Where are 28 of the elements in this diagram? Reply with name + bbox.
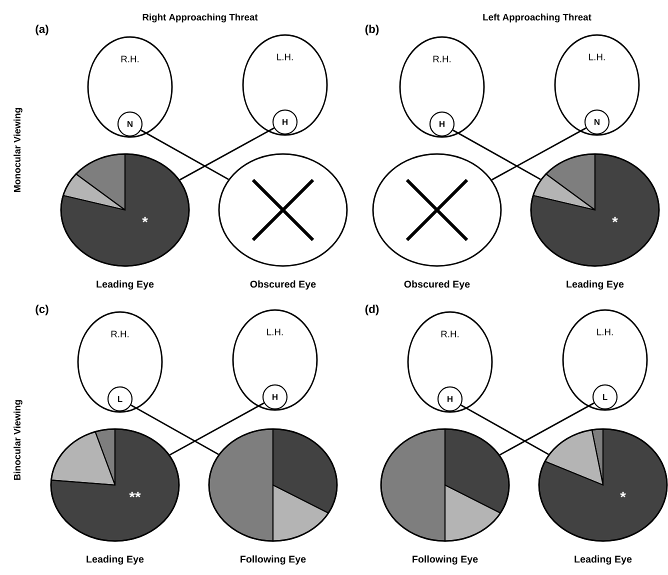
pie-chart: * xyxy=(530,153,660,267)
panel-label: (a) xyxy=(36,24,48,36)
connector-line xyxy=(180,127,274,180)
eye-label: Leading Eye xyxy=(574,555,632,565)
eye-label: Leading Eye xyxy=(566,280,624,290)
eye-label: Following Eye xyxy=(412,555,478,565)
column-title: Left Approaching Threat xyxy=(483,14,592,22)
connector-line xyxy=(452,130,541,180)
eye-label: Following Eye xyxy=(240,555,306,565)
connector-line xyxy=(500,402,594,456)
eye-label: Obscured Eye xyxy=(250,280,316,290)
panel-label: (d) xyxy=(365,304,379,316)
connector-line xyxy=(130,404,219,456)
row-label: Monocular Viewing xyxy=(14,108,22,192)
column-title: Right Approaching Threat xyxy=(142,14,258,22)
eye-label: Obscured Eye xyxy=(404,280,470,290)
row-label: Binocular Viewing xyxy=(14,400,22,480)
pie-chart: * xyxy=(538,428,668,542)
panel-label: (c) xyxy=(36,304,48,316)
eye-label: Leading Eye xyxy=(86,555,144,565)
pie-chart: * xyxy=(60,153,190,267)
connector-line xyxy=(169,402,264,456)
pie-chart: ** xyxy=(50,428,180,542)
connector-line xyxy=(140,130,229,180)
connector-line xyxy=(460,404,549,456)
panel-label: (b) xyxy=(365,24,379,36)
eye-label: Leading Eye xyxy=(96,280,154,290)
connector-line xyxy=(491,127,586,180)
